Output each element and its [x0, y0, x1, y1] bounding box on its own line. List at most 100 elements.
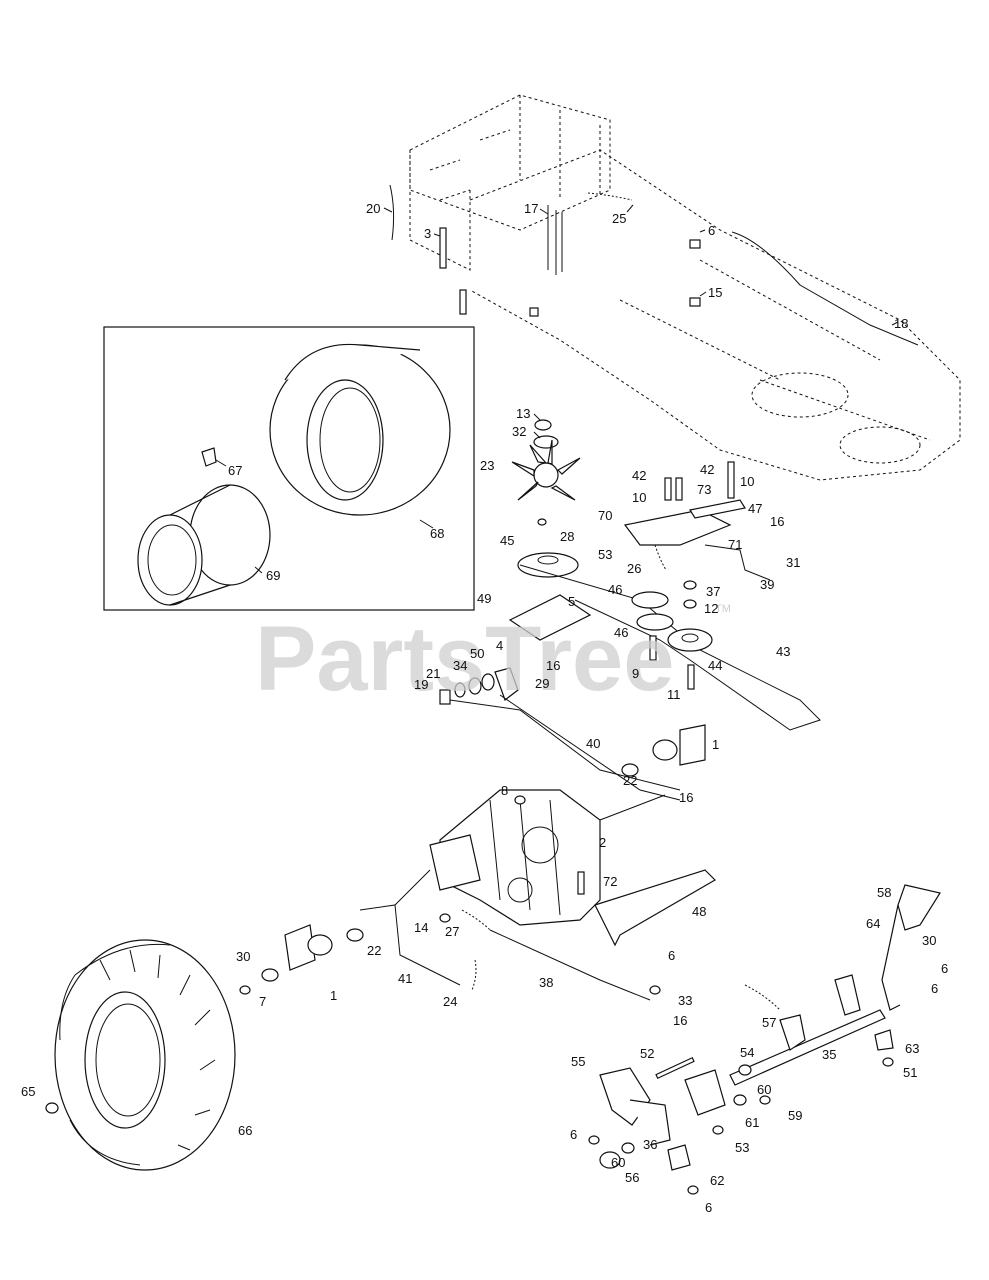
bolt-11 — [687, 664, 695, 690]
nut-53b — [712, 1125, 724, 1135]
nut-6e — [588, 1135, 600, 1145]
pedal-58 — [897, 884, 941, 931]
nut-33 — [649, 985, 661, 995]
rods-17 — [547, 205, 563, 275]
callout-4: 4 — [496, 638, 503, 653]
callout-3: 3 — [424, 226, 431, 241]
pedal-assembly — [588, 884, 941, 1195]
top-small-parts — [389, 184, 919, 346]
callout-40: 40 — [586, 736, 600, 751]
callout-16a: 16 — [770, 514, 784, 529]
callout-8: 8 — [501, 783, 508, 798]
callout-35: 35 — [822, 1047, 836, 1062]
nut-15 — [689, 297, 701, 307]
part-21 — [454, 682, 466, 698]
callout-38: 38 — [539, 975, 553, 990]
arm-64 — [881, 904, 901, 1011]
callout-53b: 53 — [735, 1140, 749, 1155]
callout-59: 59 — [788, 1108, 802, 1123]
callout-6c: 6 — [931, 981, 938, 996]
callout-46b: 46 — [614, 625, 628, 640]
rear-wheel-66 — [45, 939, 236, 1171]
callout-16b: 16 — [546, 658, 560, 673]
callout-57: 57 — [762, 1015, 776, 1030]
callout-46a: 46 — [608, 582, 622, 597]
callout-1b: 1 — [330, 988, 337, 1003]
bolt-42b — [727, 461, 735, 499]
callout-50: 50 — [470, 646, 484, 661]
inset-wheel-box — [103, 326, 475, 611]
washer-32 — [533, 435, 559, 449]
callout-10b: 10 — [740, 474, 754, 489]
callout-29: 29 — [535, 676, 549, 691]
callout-6f: 6 — [705, 1200, 712, 1215]
nut-14 — [439, 913, 451, 923]
callout-27: 27 — [445, 924, 459, 939]
tire-68 — [269, 343, 451, 516]
leader-lines — [215, 204, 899, 574]
nut-6a — [689, 239, 701, 249]
callout-34: 34 — [453, 658, 467, 673]
callout-60a: 60 — [757, 1082, 771, 1097]
callout-28: 28 — [560, 529, 574, 544]
callout-63: 63 — [905, 1041, 919, 1056]
callout-54: 54 — [740, 1045, 754, 1060]
shaft-35 — [729, 1009, 886, 1086]
callout-48: 48 — [692, 904, 706, 919]
callout-7: 7 — [259, 994, 266, 1009]
callout-21: 21 — [426, 666, 440, 681]
pulley-44 — [667, 628, 713, 652]
spring-25 — [587, 192, 633, 201]
callout-11: 11 — [667, 687, 681, 702]
callout-66: 66 — [238, 1123, 252, 1138]
washer-12 — [683, 599, 697, 609]
callout-61: 61 — [745, 1115, 759, 1130]
callout-45: 45 — [500, 533, 514, 548]
rod-52 — [655, 1056, 695, 1080]
callout-9: 9 — [632, 666, 639, 681]
spring-27 — [461, 909, 491, 931]
callout-24: 24 — [443, 994, 457, 1009]
pulley-45 — [517, 552, 579, 578]
cap-56 — [599, 1151, 621, 1169]
callout-36: 36 — [643, 1137, 657, 1152]
nut-6f — [687, 1185, 699, 1195]
valve-67 — [201, 447, 217, 467]
callout-69: 69 — [266, 568, 280, 583]
bushing-22a — [621, 763, 639, 777]
cable-18 — [731, 231, 919, 346]
callout-2: 2 — [599, 835, 606, 850]
callout-33: 33 — [678, 993, 692, 1008]
callout-17: 17 — [524, 201, 538, 216]
nut-65 — [45, 1102, 59, 1114]
axle-hubs — [239, 724, 706, 995]
callout-6b: 6 — [941, 961, 948, 976]
callout-30b: 30 — [236, 949, 250, 964]
linkage-upper — [439, 667, 681, 801]
bolt-42a — [664, 477, 672, 501]
hub-1a — [652, 724, 706, 766]
clip-62 — [667, 1144, 691, 1171]
callout-42b: 42 — [700, 462, 714, 477]
bolt-9 — [649, 635, 657, 661]
pin-72 — [577, 871, 585, 895]
spring-57 — [744, 984, 781, 1011]
hub-1b — [284, 924, 333, 971]
callout-13: 13 — [516, 406, 530, 421]
callout-43: 43 — [776, 644, 790, 659]
callout-18: 18 — [894, 316, 908, 331]
callout-30a: 30 — [922, 933, 936, 948]
spring-26 — [654, 544, 667, 571]
key-28 — [537, 518, 547, 526]
callout-53a: 53 — [598, 547, 612, 562]
bushing-60a — [738, 1064, 752, 1076]
bushing-60b — [621, 1142, 635, 1154]
rod-41 — [359, 904, 461, 986]
callout-15: 15 — [708, 285, 722, 300]
chassis-frame — [409, 94, 961, 481]
lower-rods — [359, 904, 661, 1001]
callout-47: 47 — [748, 501, 762, 516]
transaxle-2 — [394, 789, 716, 947]
callout-26: 26 — [627, 561, 641, 576]
